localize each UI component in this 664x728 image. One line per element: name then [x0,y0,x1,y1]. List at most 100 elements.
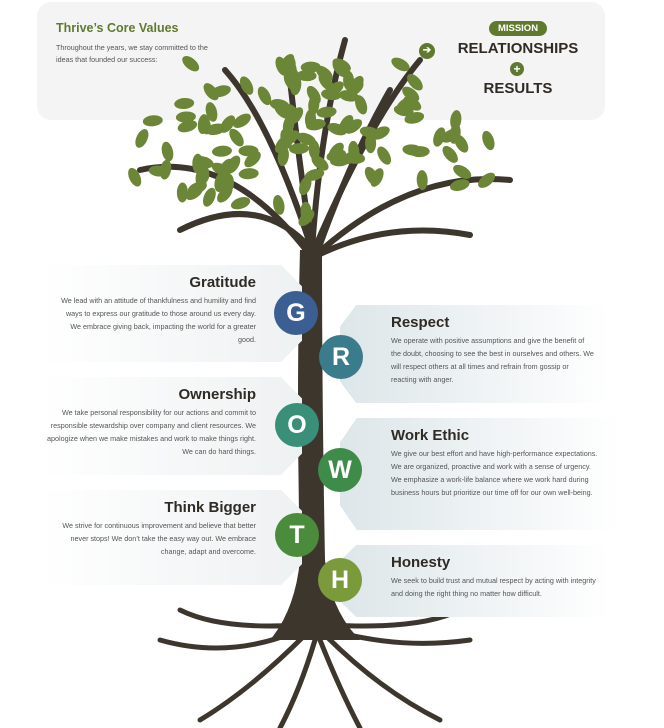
leaf-icon [142,115,163,127]
leaf-icon [273,195,285,215]
leaf-icon [296,132,316,146]
leaf-icon [339,114,354,133]
leaf-icon [391,57,410,72]
value-title: Ownership [178,386,256,403]
tree-branch [287,77,315,253]
value-title: Honesty [391,554,451,571]
letter-circle-o: O [275,403,319,447]
leaf-icon [296,70,317,82]
leaf-icon [185,185,204,200]
leaf-icon [161,141,174,162]
leaf-icon [300,61,321,73]
value-title: Work Ethic [391,427,470,444]
tree-root [197,632,308,723]
tree-root [322,632,443,723]
value-title: Think Bigger [164,499,256,516]
leaf-icon [205,102,218,122]
leaf-icon [175,111,196,123]
leaf-icon [298,209,315,227]
value-panel-work-ethic: Work Ethic We give our best effort and ha… [340,418,620,530]
plus-icon: + [510,62,524,76]
leaf-icon [192,153,204,174]
tree-branch [315,87,393,253]
value-text: We operate with positive assumptions and… [391,336,594,384]
leaf-icon [355,95,368,115]
leaf-icon [182,56,200,72]
value-panel-gratitude: Gratitude We lead with an attitude of tha… [40,265,302,362]
leaf-icon [416,170,428,191]
leaf-icon [174,97,195,110]
leaf-icon [454,134,469,153]
letter-circle-g: G [274,291,318,335]
leaf-icon [344,119,363,134]
tree-root [277,637,318,728]
value-panel-honesty: Honesty We seek to build trust and mutual… [340,545,610,617]
value-text: We lead with an attitude of thankfulness… [61,296,256,344]
leaf-icon [326,81,344,97]
arrow-right-icon: ➔ [419,43,435,59]
leaf-icon [218,158,234,177]
value-text: We strive for continuous improvement and… [62,521,256,556]
leaf-icon [238,145,259,157]
value-title: Gratitude [189,274,256,291]
leaf-icon [450,179,470,192]
leaf-icon [230,197,251,210]
mission-results: RESULTS [483,80,553,97]
leaf-icon [478,172,496,188]
leaf-icon [284,56,296,77]
value-panel-think-bigger: Think Bigger We strive for continuous imp… [40,490,302,585]
leaf-icon [450,110,462,131]
leaf-icon [403,96,422,111]
leaf-icon [308,94,320,115]
tree-root [317,637,363,728]
value-title: Respect [391,314,450,331]
leaf-icon [203,187,216,207]
leaf-icon [304,168,325,181]
leaf-icon [289,143,309,155]
leaf-icon [205,123,226,136]
leaf-icon [212,145,232,157]
leaf-icon [315,65,333,82]
leaf-icon [211,85,231,98]
value-panel-respect: Respect We operate with positive assumpti… [340,305,610,403]
leaf-icon [433,127,446,147]
leaf-icon [407,73,423,91]
leaf-icon [217,185,233,203]
leaf-icon [359,126,380,139]
tree-branch [315,227,473,258]
tree-trunk [270,250,360,640]
leaf-icon [274,102,291,119]
leaf-icon [442,145,458,163]
leaf-icon [177,120,198,133]
leaf-icon [238,168,259,180]
leaf-icon [345,152,366,164]
letter-circle-w: W [318,448,362,492]
leaf-icon [280,128,293,149]
leaf-icon [377,146,392,165]
letter-circle-r: R [319,335,363,379]
leaf-icon [257,86,272,106]
leaf-icon [197,114,210,135]
leaf-icon [176,182,188,203]
tree-branch [177,211,315,253]
mission-relationships: RELATIONSHIPS [457,40,579,57]
page-title: Thrive’s Core Values [56,21,179,35]
leaf-icon [290,75,302,96]
leaf-icon [326,149,347,162]
page-subtitle: Throughout the years, we stay committed … [56,43,208,64]
letter-circle-t: T [275,513,319,557]
leaf-icon [299,176,312,196]
leaf-icon [482,130,495,151]
leaf-icon [332,60,348,78]
value-text: We give our best effort and have high-pe… [391,449,598,497]
leaf-icon [128,167,142,187]
leaf-icon [349,75,364,94]
value-text: We seek to build trust and mutual respec… [391,576,596,598]
leaf-icon [402,144,423,156]
leaf-icon [316,106,337,118]
mission-badge: MISSION [489,21,547,36]
leaf-icon [370,168,384,187]
